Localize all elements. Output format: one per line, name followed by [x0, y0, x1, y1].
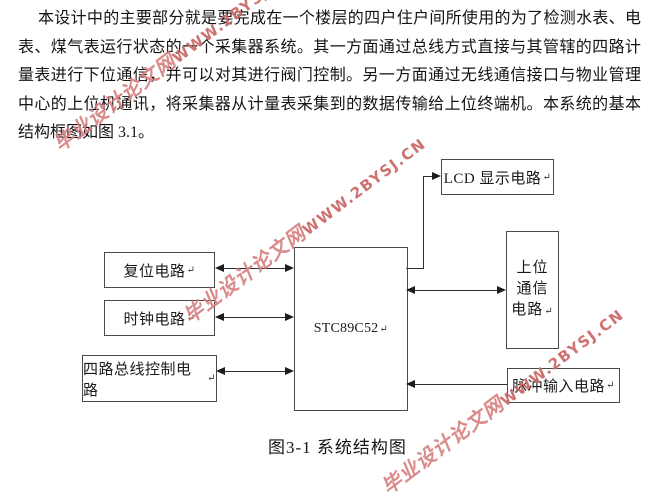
diagram-box-lcd-display-circuit: LCD 显示电路↵: [441, 159, 554, 195]
box-label-line: 上位: [516, 260, 549, 276]
watermark-latin-text: WWW.2BYSJ.CN: [299, 134, 430, 240]
arrowhead-left: [406, 380, 415, 388]
connector-pulse-mcu: [409, 384, 507, 385]
arrowhead-left: [215, 264, 224, 272]
arrowhead-left: [215, 313, 224, 321]
connector-clock-mcu: [218, 317, 291, 318]
connector-mcu-comm: [409, 290, 503, 291]
connector-mcu-lcd-stub: [406, 268, 424, 269]
arrowhead-right: [285, 313, 294, 321]
body-paragraph: 本设计中的主要部分就是要完成在一个楼层的四户住户间所使用的为了检测水表、电表、煤…: [18, 10, 641, 141]
arrowhead-left: [216, 367, 225, 375]
diagram-box-mcu: STC89C52↵: [294, 247, 408, 411]
arrowhead-right: [497, 286, 506, 294]
return-mark: ↵: [186, 264, 196, 276]
diagram-box-bus-control-circuit: 四路总线控制电路 ↵: [82, 355, 217, 402]
arrowhead-right: [432, 172, 441, 180]
box-label-line: 电路↵: [511, 302, 554, 318]
arrowhead-right: [285, 367, 294, 375]
figure-caption: 图3-1 系统结构图: [268, 438, 407, 457]
connector-reset-mcu: [218, 268, 291, 269]
return-mark: ↵: [606, 380, 615, 391]
box-label: 脉冲输入电路: [512, 379, 606, 395]
box-label: 时钟电路: [123, 311, 186, 328]
box-label: STC89C52: [313, 321, 379, 336]
diagram-box-clock-circuit: 时钟电路↵: [104, 300, 215, 336]
diagram-box-pulse-input-circuit: 脉冲输入电路↵: [507, 368, 620, 403]
connector-mcu-lcd-vertical: [423, 176, 424, 269]
connector-mcu-lcd-horizontal: [423, 176, 435, 177]
diagram-box-upper-comm-circuit: 上位 通信 电路↵: [506, 231, 559, 349]
document-page: { "document": { "paragraph": "本设计中的主要部分就…: [18, 0, 641, 500]
connector-bus-mcu: [219, 371, 291, 372]
box-label: LCD 显示电路: [443, 170, 542, 187]
box-label-line: 通信: [516, 281, 549, 297]
return-mark: ↵: [542, 171, 552, 183]
return-mark: ↵: [207, 373, 216, 384]
return-mark: ↵: [379, 323, 389, 335]
return-mark: ↵: [186, 312, 196, 324]
diagram-box-reset-circuit: 复位电路↵: [104, 252, 215, 288]
arrowhead-right: [285, 264, 294, 272]
return-mark: ↵: [544, 306, 554, 317]
box-label: 复位电路: [123, 263, 186, 280]
box-label: 四路总线控制电路: [83, 361, 192, 399]
arrowhead-left: [406, 286, 415, 294]
